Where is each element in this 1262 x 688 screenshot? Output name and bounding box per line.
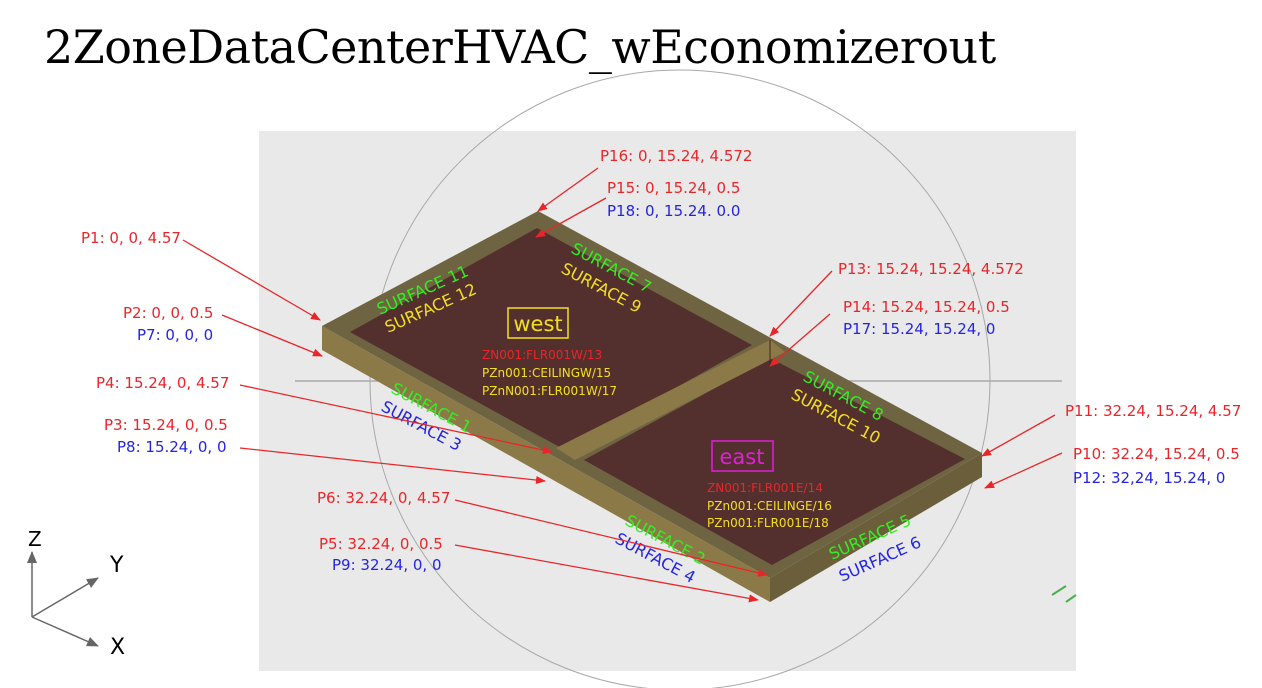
point-label: P14: 15.24, 15.24, 0.5: [843, 298, 1010, 316]
arrow-p2: [221, 314, 323, 357]
arrow-p5: [454, 544, 759, 603]
point-label: P6: 32.24, 0, 4.57: [317, 489, 450, 507]
point-label: P11: 32.24, 15.24, 4.57: [1065, 402, 1241, 420]
zone-line: PZn001:FLR001E/18: [707, 516, 829, 530]
arrow-p10: [984, 452, 1063, 489]
x-axis: [31, 616, 99, 647]
y-axis-label: Y: [109, 553, 124, 578]
arrow-p6: [454, 499, 768, 577]
point-label: P5: 32.24, 0, 0.5: [319, 535, 443, 553]
zone-name-box: [507, 307, 569, 339]
point-label: P7: 0, 0, 0: [137, 326, 213, 344]
arrow-p1: [182, 239, 321, 321]
point-label: P18: 0, 15.24. 0.0: [607, 202, 740, 220]
y-axis: [31, 577, 99, 618]
arrow-p16: [537, 167, 599, 212]
z-axis-label: Z: [28, 527, 42, 551]
zone-line: PZnN001:FLR001W/17: [482, 384, 617, 398]
page-title: 2ZoneDataCenterHVAC_wEconomizerout: [44, 20, 996, 74]
arrow-p8: [239, 447, 546, 485]
zone-name-box: [711, 440, 774, 472]
zone-name: west: [513, 312, 562, 336]
middle-wall: [556, 340, 785, 460]
point-label: P17: 15.24, 15.24, 0: [843, 320, 995, 338]
arrow-p14: [769, 313, 831, 367]
point-label: P8: 15.24, 0, 0: [117, 438, 227, 456]
point-label: P16: 0, 15.24, 4.572: [600, 147, 752, 165]
zone-east: east ZN001:FLR001E/14 PZn001:CEILINGE/16…: [707, 440, 832, 530]
point-label: P2: 0, 0, 0.5: [123, 304, 213, 322]
point-label: P1: 0, 0, 4.57: [81, 229, 181, 247]
zone-line: PZn001:CEILINGE/16: [707, 499, 832, 513]
zone-name: east: [720, 445, 765, 469]
arrow-p11: [981, 414, 1056, 457]
front-wall: [322, 326, 770, 602]
point-label: P13: 15.24, 15.24, 4.572: [838, 260, 1024, 278]
east-floor: [584, 358, 965, 565]
point-label: P3: 15.24, 0, 0.5: [104, 416, 228, 434]
arrow-p15: [535, 197, 607, 238]
point-label: P4: 15.24, 0, 4.57: [96, 374, 229, 392]
point-label: P12: 32,24, 15.24, 0: [1073, 469, 1225, 487]
x-axis-label: X: [110, 635, 125, 660]
point-label: P9: 32.24, 0, 0: [332, 556, 442, 574]
point-label: P10: 32.24, 15.24, 0.5: [1073, 445, 1240, 463]
west-floor: [350, 228, 752, 450]
leader-arrows: [182, 167, 1063, 603]
zone-line: ZN001:FLR001E/14: [707, 481, 823, 495]
arrow-p13: [769, 270, 833, 337]
axis-triad: Z Y X: [27, 527, 125, 660]
arrow-p4: [239, 384, 553, 455]
right-wall: [770, 453, 982, 602]
building-model: [322, 211, 982, 602]
zone-line: PZn001:CEILINGW/15: [482, 366, 611, 380]
point-label: P15: 0, 15.24, 0.5: [607, 179, 740, 197]
point-labels: P16: 0, 15.24, 4.572 P15: 0, 15.24, 0.5 …: [81, 147, 1241, 574]
zone-west: west ZN001:FLR001W/13 PZn001:CEILINGW/15…: [482, 307, 617, 398]
zone-line: ZN001:FLR001W/13: [482, 348, 602, 362]
